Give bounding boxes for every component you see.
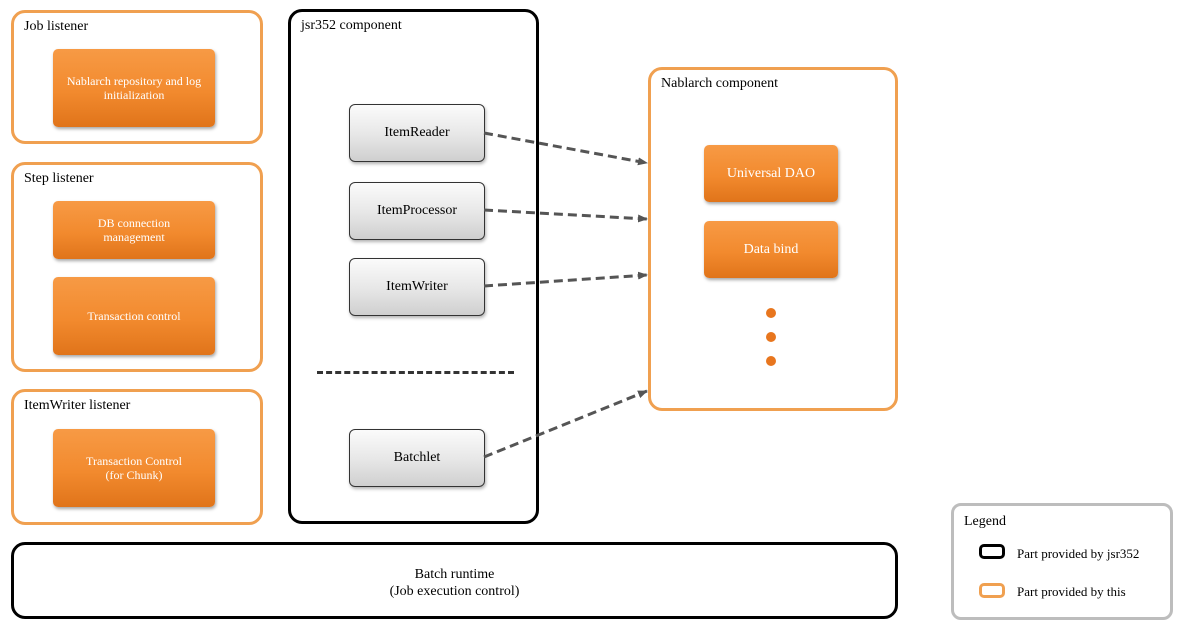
- batch-runtime-title: Batch runtime: [414, 567, 495, 582]
- ellipsis-dot-3: [766, 356, 776, 366]
- legend-title: Legend: [964, 514, 1006, 529]
- transaction-control-box: Transaction control: [53, 277, 215, 355]
- separator-dashed-line: [317, 371, 514, 374]
- arrow-reader-to-nablarch: [483, 131, 648, 166]
- item-writer-box: ItemWriter: [349, 258, 485, 316]
- item-reader-box: ItemReader: [349, 104, 485, 162]
- step-listener-title: Step listener: [24, 171, 94, 186]
- batch-runtime-panel: Batch runtime (Job execution control): [11, 542, 898, 619]
- db-connection-management-box: DB connection management: [53, 201, 215, 259]
- universal-dao-box: Universal DAO: [704, 145, 838, 202]
- jsr352-component-panel: jsr352 component ItemReader ItemProcesso…: [288, 9, 539, 524]
- jsr352-component-title: jsr352 component: [301, 18, 402, 33]
- ellipsis-dot-1: [766, 308, 776, 318]
- itemwriter-listener-panel: ItemWriter listener Transaction Control …: [11, 389, 263, 525]
- legend-swatch-this: [979, 583, 1005, 598]
- ellipsis-dot-2: [766, 332, 776, 342]
- legend-label-this: Part provided by this: [1017, 584, 1126, 599]
- nablarch-component-title: Nablarch component: [661, 76, 779, 91]
- job-listener-panel: Job listener Nablarch repository and log…: [11, 10, 263, 144]
- nablarch-component-panel: Nablarch component Universal DAO Data bi…: [648, 67, 898, 411]
- itemwriter-listener-title: ItemWriter listener: [24, 398, 131, 413]
- job-listener-title: Job listener: [24, 19, 89, 34]
- arrow-processor-to-nablarch: [483, 208, 648, 223]
- step-listener-panel: Step listener DB connection management T…: [11, 162, 263, 372]
- transaction-control-chunk-box: Transaction Control (for Chunk): [53, 429, 215, 507]
- legend-swatch-jsr352: [979, 544, 1005, 559]
- repository-log-init-box: Nablarch repository and log initializati…: [53, 49, 215, 127]
- legend-label-jsr352: Part provided by jsr352: [1017, 546, 1140, 561]
- item-processor-box: ItemProcessor: [349, 182, 485, 240]
- arrow-batchlet-to-nablarch: [483, 389, 648, 459]
- batch-runtime-subtitle: (Job execution control): [389, 584, 520, 599]
- batchlet-box: Batchlet: [349, 429, 485, 487]
- arrow-writer-to-nablarch: [483, 271, 648, 288]
- legend-panel: Legend Part provided by jsr352 Part prov…: [951, 503, 1173, 620]
- data-bind-box: Data bind: [704, 221, 838, 278]
